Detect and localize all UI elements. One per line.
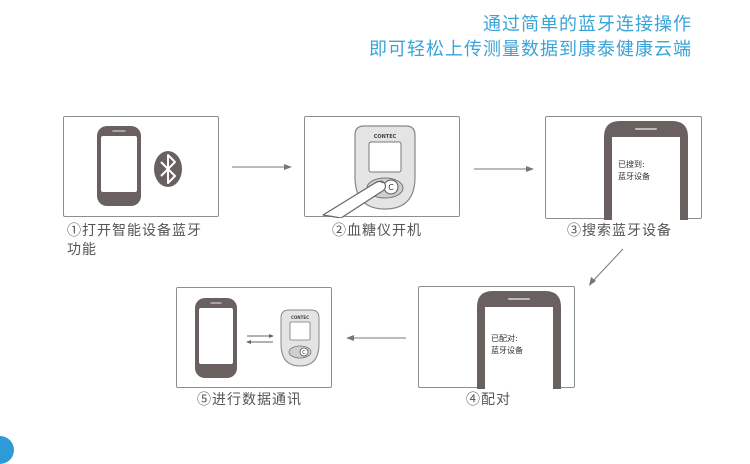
bluetooth-icon (154, 151, 182, 187)
finger-icon (322, 180, 387, 219)
device-brand-label: CONTEC (374, 134, 397, 140)
device-brand-label: CONTEC (291, 315, 309, 320)
decorative-corner (0, 436, 14, 464)
header: 通过简单的蓝牙连接操作 即可轻松上传测量数据到康泰健康云端 (369, 12, 692, 62)
screen-line-1: 已配对: (491, 333, 518, 343)
phone-icon: 已配对: 蓝牙设备 (477, 291, 561, 389)
sync-arrows-icon (246, 334, 274, 344)
step-3-box: 已搜到: 蓝牙设备 (545, 116, 702, 220)
arrow-diagonal-icon (589, 248, 624, 286)
step-2-box: CONTEC C (304, 116, 460, 219)
step-5-illustration: CONTEC C (195, 298, 320, 378)
phone-icon (195, 298, 237, 378)
step-1-box (63, 116, 219, 217)
step-4-caption: ④配对 (466, 392, 511, 408)
step-4-box: 已配对: 蓝牙设备 (418, 286, 575, 389)
step-2-illustration: CONTEC C (322, 125, 416, 219)
step-5-box: CONTEC C (176, 287, 332, 388)
header-line-2: 即可轻松上传测量数据到康泰健康云端 (369, 39, 692, 60)
header-line-1: 通过简单的蓝牙连接操作 (483, 14, 692, 35)
screen-line-1: 已搜到: (618, 159, 645, 169)
step-1-caption: ①打开智能设备蓝牙 功能 (67, 223, 202, 258)
step-2-caption: ②血糖仪开机 (332, 223, 422, 239)
arrow-right-icon (474, 166, 534, 172)
step-1-illustration (97, 126, 182, 206)
arrow-left-icon (346, 335, 406, 341)
step-5-caption: ⑤进行数据通讯 (197, 392, 302, 408)
arrow-right-icon (232, 164, 292, 170)
screen-line-2: 蓝牙设备 (491, 345, 523, 355)
screen-line-2: 蓝牙设备 (618, 171, 650, 181)
phone-icon: 已搜到: 蓝牙设备 (604, 121, 688, 220)
glucose-meter-icon: CONTEC C (280, 309, 320, 367)
step-3-caption: ③搜索蓝牙设备 (567, 223, 672, 239)
step-4-illustration: 已配对: 蓝牙设备 (477, 291, 561, 389)
power-button-label: C (388, 183, 394, 192)
power-button-label: C (302, 350, 306, 356)
step-3-illustration: 已搜到: 蓝牙设备 (604, 121, 688, 220)
phone-icon (97, 126, 141, 206)
